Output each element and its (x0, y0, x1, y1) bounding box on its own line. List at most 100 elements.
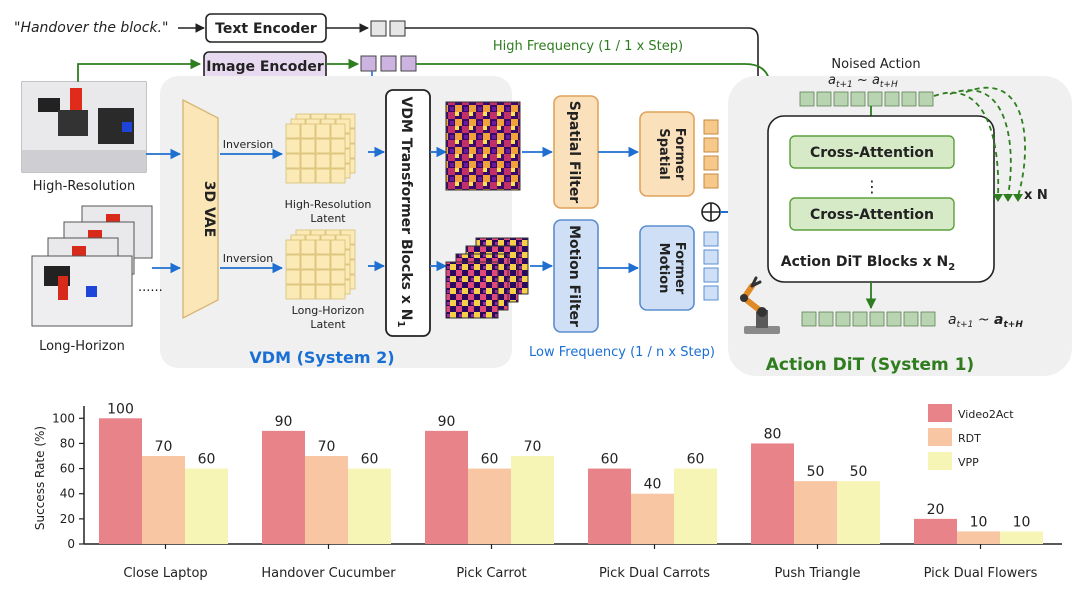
high-frequency-label: High Frequency (1 / 1 x Step) (493, 39, 683, 54)
bar-value-label: 60 (361, 452, 379, 468)
hr-latent-cell (300, 123, 316, 139)
hr-latent-cell (300, 153, 316, 169)
bar-rdt (142, 456, 185, 544)
x-tick-label: Handover Cucumber (261, 566, 396, 581)
hr-latent-cell (285, 168, 301, 184)
bar-value-label: 80 (764, 426, 782, 442)
spatial-filter-label: Spatial Filter (566, 101, 582, 204)
hr-latent-label-2: Latent (310, 212, 346, 225)
long-horizon-latent-grid (285, 229, 356, 300)
text-token-1 (370, 20, 387, 37)
bar-value-label: 60 (687, 452, 705, 468)
dit-blocks-subscript: 2 (948, 262, 955, 273)
spatial-former-box (639, 111, 695, 197)
motion-filter-label: Motion Filter (566, 225, 582, 327)
bar-value-label: 60 (481, 452, 499, 468)
output-action-token (869, 311, 885, 327)
long-horizon-ellipsis: ······ (138, 284, 163, 299)
noised-action-a2: a (872, 73, 880, 88)
bar-value-label: 60 (198, 452, 216, 468)
spatial-token-stack (703, 119, 719, 189)
x-tick-label: Push Triangle (774, 566, 860, 581)
x-tick-label: Pick Dual Carrots (599, 566, 710, 581)
output-action-token (852, 311, 868, 327)
hr-latent-cell (285, 123, 301, 139)
vdm-transformer-block (385, 89, 431, 337)
x-tick-label: Close Laptop (123, 566, 207, 581)
output-action-sub2: t+H (1003, 320, 1023, 330)
noised-action-label: Noised Action (831, 57, 920, 72)
vae-block (182, 98, 219, 320)
legend-label: Video2Act (958, 408, 1014, 421)
bar-vpp (511, 456, 554, 544)
bar-vpp (1000, 531, 1043, 544)
hr-latent-cell (315, 168, 331, 184)
noised-action-token (833, 91, 849, 107)
dit-system-title: Action DiT (System 1) (766, 355, 974, 375)
lh-latent-cell (315, 269, 331, 285)
bar-video2act (588, 468, 631, 544)
lh-latent-cell (285, 239, 301, 255)
hr-latent-cell (315, 138, 331, 154)
dit-blocks-label-text: Action DiT Blocks x N (781, 254, 948, 270)
noised-action-seq: at+1 ~ at+H (828, 73, 898, 90)
vae-label: 3D VAE (201, 181, 217, 238)
lh-latent-cell (285, 269, 301, 285)
y-tick-label: 40 (60, 487, 75, 501)
noised-action-token (901, 91, 917, 107)
lh-latent-cell (300, 239, 316, 255)
lh-latent-cell (330, 284, 346, 300)
dit-blocks-label: Action DiT Blocks x N2 (781, 254, 955, 273)
inversion-label-top: Inversion (223, 138, 274, 151)
spatial-former-label-1: Spatial (656, 128, 671, 179)
cross-attention-top (789, 135, 955, 169)
lh-latent-cell (315, 284, 331, 300)
x-tick-label: Pick Dual Flowers (924, 566, 1038, 581)
bar-rdt (957, 531, 1000, 544)
noised-action-a1: a (828, 73, 836, 88)
cross-attention-bottom (789, 197, 955, 231)
lh-latent-cell (300, 254, 316, 270)
bar-value-label: 10 (970, 514, 988, 530)
bar-value-label: 70 (524, 439, 542, 455)
vdm-transformer-label: VDM Transformer Blocks x N1 (395, 97, 414, 328)
bar-video2act (425, 430, 468, 544)
hr-latent-cell (330, 168, 346, 184)
image-to-encoder-arrow (77, 58, 202, 82)
x-tick-label: Pick Carrot (456, 566, 526, 581)
lh-latent-cell (330, 254, 346, 270)
loop-arcs (933, 86, 1026, 197)
bar-vpp (348, 468, 391, 544)
noised-action-token (867, 91, 883, 107)
hr-latent-cell (300, 168, 316, 184)
output-action-a1: a (948, 312, 957, 328)
long-horizon-images (31, 205, 153, 327)
image-encoder-label: Image Encoder (206, 59, 324, 75)
noised-action-token (799, 91, 815, 107)
lh-latent-cell (300, 284, 316, 300)
bar-value-label: 20 (927, 502, 945, 518)
bar-rdt (794, 481, 837, 544)
legend-swatch-vpp (928, 452, 952, 470)
cross-attention-bottom-label: Cross-Attention (810, 207, 934, 223)
bar-value-label: 70 (318, 439, 336, 455)
spatial-heatmap (445, 101, 521, 191)
lh-latent-cell (330, 269, 346, 285)
output-action-token (818, 311, 834, 327)
y-tick-label: 60 (60, 462, 75, 476)
bar-value-label: 50 (850, 464, 868, 480)
hr-latent-cell (285, 138, 301, 154)
hr-latent-cell (315, 123, 331, 139)
bar-value-label: 90 (275, 414, 293, 430)
hr-latent-cell (315, 153, 331, 169)
motion-filter-box (553, 219, 599, 333)
y-tick-label: 100 (52, 411, 75, 425)
text-token-2 (389, 20, 406, 37)
instruction-text: "Handover the block." (14, 20, 168, 36)
output-action-sub1: t+1 (957, 320, 974, 330)
image-token-2 (380, 55, 397, 72)
bar-rdt (305, 456, 348, 544)
